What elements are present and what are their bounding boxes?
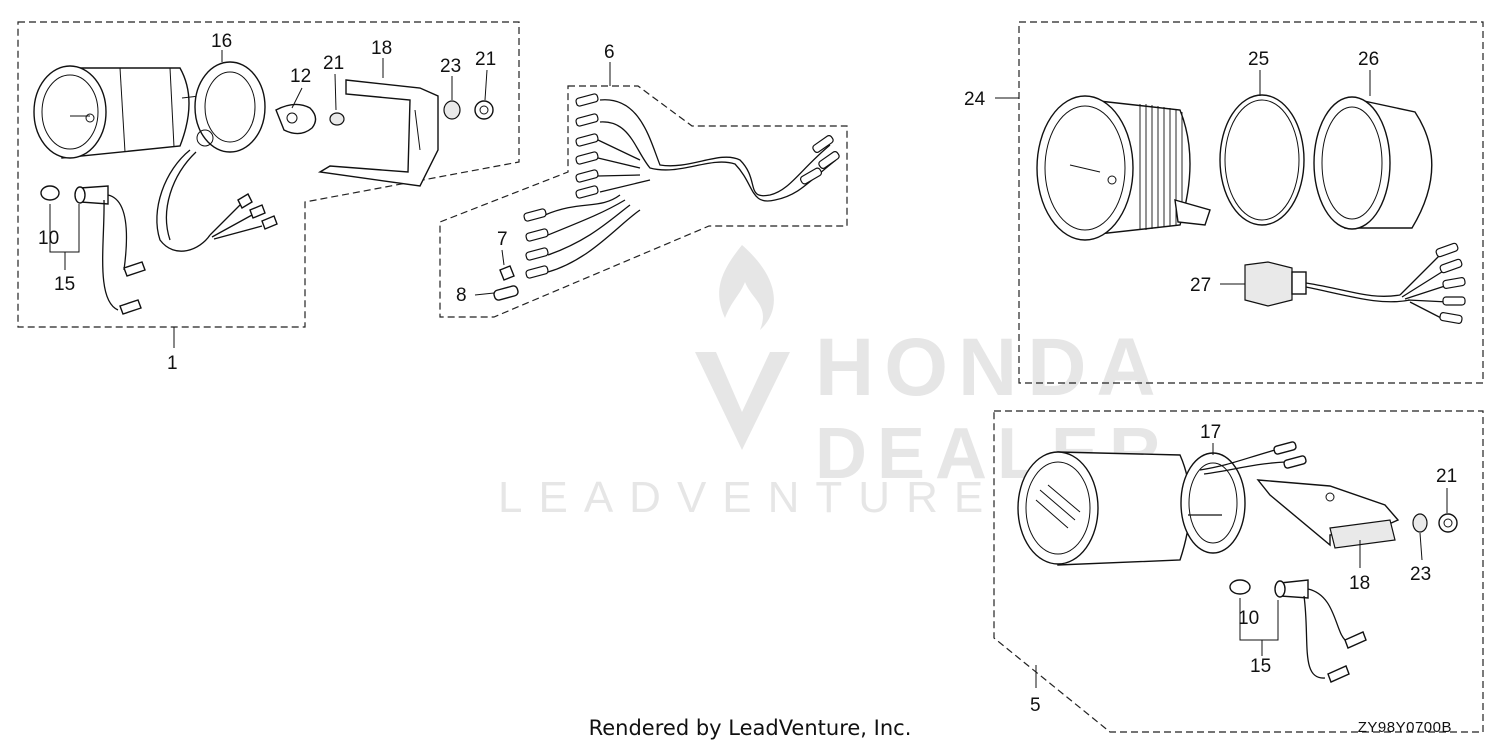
callout-21-top-right: 21 bbox=[475, 49, 496, 70]
callout-27: 27 bbox=[1190, 275, 1211, 296]
callout-26: 26 bbox=[1358, 49, 1379, 70]
leader-lines bbox=[49, 50, 1448, 688]
callout-10-bottom: 10 bbox=[1238, 608, 1259, 629]
diagram-code: ZY98Y0700B bbox=[1357, 719, 1452, 736]
callout-labels: 1 16 12 21 18 23 21 10 15 6 7 8 24 25 26… bbox=[38, 31, 1457, 716]
callout-15-bottom: 15 bbox=[1250, 656, 1271, 677]
watermark-provider: LEADVENTURE bbox=[498, 473, 999, 522]
group-frame-6 bbox=[439, 85, 848, 318]
callout-15-left: 15 bbox=[54, 274, 75, 295]
callout-23-top: 23 bbox=[440, 56, 461, 77]
callout-23-bottom: 23 bbox=[1410, 564, 1431, 585]
callout-12: 12 bbox=[290, 66, 311, 87]
flame-logo-icon bbox=[719, 245, 774, 330]
meter-assembly-5 bbox=[1017, 441, 1458, 683]
callout-16: 16 bbox=[211, 31, 232, 52]
watermark: HONDA DEALER LEADVENTURE bbox=[498, 245, 1166, 522]
callout-18-bottom: 18 bbox=[1349, 573, 1370, 594]
callout-6: 6 bbox=[604, 42, 615, 63]
callout-8: 8 bbox=[456, 285, 467, 306]
group-frame-5 bbox=[993, 410, 1484, 733]
meter-assembly-1 bbox=[33, 61, 494, 315]
watermark-brand-line1: HONDA bbox=[815, 322, 1166, 413]
callout-17: 17 bbox=[1200, 422, 1221, 443]
callout-21-top-left: 21 bbox=[323, 53, 344, 74]
harness-assembly-6 bbox=[493, 93, 840, 301]
callout-25: 25 bbox=[1248, 49, 1269, 70]
callout-5: 5 bbox=[1030, 695, 1041, 716]
chevron-logo-icon bbox=[695, 352, 790, 450]
callout-10-left: 10 bbox=[38, 228, 59, 249]
group-frame-24 bbox=[1018, 21, 1484, 384]
callout-1: 1 bbox=[167, 353, 178, 374]
callout-18-top: 18 bbox=[371, 38, 392, 59]
callout-24: 24 bbox=[964, 89, 986, 110]
callout-7: 7 bbox=[497, 229, 508, 250]
gauge-assembly-24 bbox=[1036, 94, 1466, 324]
group-frame-1 bbox=[17, 21, 520, 328]
rendered-by-footer: Rendered by LeadVenture, Inc. bbox=[588, 716, 912, 740]
callout-21-bottom: 21 bbox=[1436, 466, 1457, 487]
